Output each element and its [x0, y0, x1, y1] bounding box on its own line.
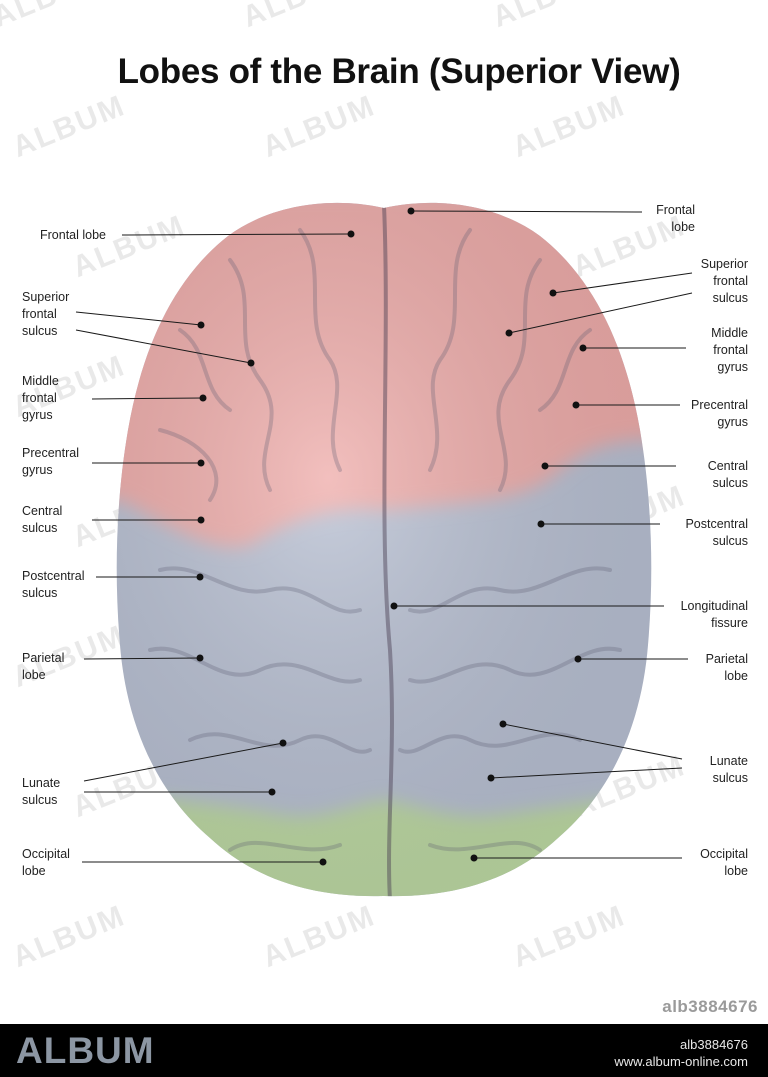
dot-occipital-lobe-right — [471, 855, 478, 862]
dot-parietal-lobe-right — [575, 656, 582, 663]
album-logo[interactable]: ALBUM — [16, 1030, 155, 1072]
label-central-sulcus-left: Central sulcus — [22, 503, 62, 537]
label-middle-frontal-gyrus-right: Middle frontal gyrus — [711, 325, 748, 376]
label-central-sulcus-right: Central sulcus — [708, 458, 748, 492]
label-longitudinal-fissure: Longitudinal fissure — [681, 598, 748, 632]
dot-lunate-sulcus-right-2 — [488, 775, 495, 782]
dot-central-sulcus-left — [198, 517, 205, 524]
label-frontal-lobe-left: Frontal lobe — [40, 227, 106, 244]
dot-superior-frontal-sulcus-right-2 — [506, 330, 513, 337]
dot-frontal-lobe-right — [408, 208, 415, 215]
footer-bar: ALBUM alb3884676 www.album-online.com — [0, 1024, 768, 1077]
label-parietal-lobe-left: Parietal lobe — [22, 650, 64, 684]
brain-shape — [100, 190, 670, 910]
dot-parietal-lobe-left — [197, 655, 204, 662]
label-parietal-lobe-right: Parietal lobe — [706, 651, 748, 685]
dot-central-sulcus-right — [542, 463, 549, 470]
brain-illustration — [0, 0, 768, 1024]
dot-middle-frontal-gyrus-left — [200, 395, 207, 402]
label-precentral-gyrus-left: Precentral gyrus — [22, 445, 79, 479]
dot-longitudinal-fissure — [391, 603, 398, 610]
dot-precentral-gyrus-left — [198, 460, 205, 467]
label-postcentral-sulcus-left: Postcentral sulcus — [22, 568, 85, 602]
dot-middle-frontal-gyrus-right — [580, 345, 587, 352]
dot-postcentral-sulcus-right — [538, 521, 545, 528]
dot-lunate-sulcus-left-2 — [269, 789, 276, 796]
dot-superior-frontal-sulcus-right-1 — [550, 290, 557, 297]
label-occipital-lobe-left: Occipital lobe — [22, 846, 70, 880]
label-lunate-sulcus-right: Lunate sulcus — [710, 753, 748, 787]
footer-image-id: alb3884676 — [680, 1037, 748, 1052]
dot-postcentral-sulcus-left — [197, 574, 204, 581]
label-occipital-lobe-right: Occipital lobe — [700, 846, 748, 880]
image-reference: alb3884676 — [662, 997, 758, 1017]
label-middle-frontal-gyrus-left: Middle frontal gyrus — [22, 373, 59, 424]
dot-superior-frontal-sulcus-left-2 — [248, 360, 255, 367]
dot-superior-frontal-sulcus-left-1 — [198, 322, 205, 329]
dot-precentral-gyrus-right — [573, 402, 580, 409]
label-lunate-sulcus-left: Lunate sulcus — [22, 775, 60, 809]
label-frontal-lobe-right: Frontal lobe — [656, 202, 695, 236]
dot-lunate-sulcus-right-1 — [500, 721, 507, 728]
label-superior-frontal-sulcus-right: Superior frontal sulcus — [701, 256, 748, 307]
dot-frontal-lobe-left — [348, 231, 355, 238]
dot-occipital-lobe-left — [320, 859, 327, 866]
label-precentral-gyrus-right: Precentral gyrus — [691, 397, 748, 431]
label-superior-frontal-sulcus-left: Superior frontal sulcus — [22, 289, 69, 340]
dot-lunate-sulcus-left-1 — [280, 740, 287, 747]
label-postcentral-sulcus-right: Postcentral sulcus — [685, 516, 748, 550]
footer-url[interactable]: www.album-online.com — [614, 1054, 748, 1069]
